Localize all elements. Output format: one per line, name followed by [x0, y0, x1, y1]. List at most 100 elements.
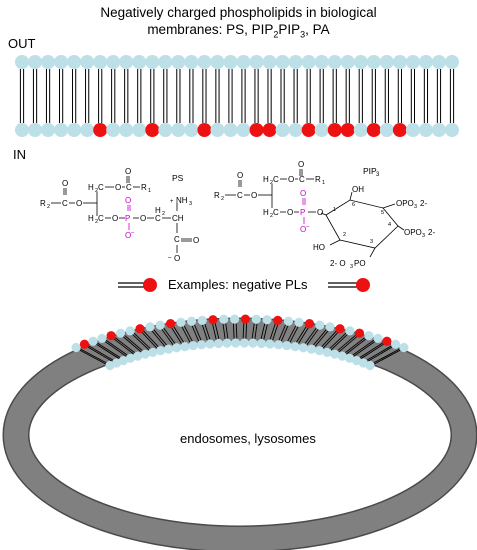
inner-leaflet-negative-head: [262, 123, 277, 137]
vesicle-lipid-tail: [347, 337, 377, 359]
vesicle-inner-head: [256, 338, 267, 349]
svg-text:O: O: [140, 214, 146, 223]
vesicle-lipid-tail: [100, 337, 130, 359]
svg-text:1: 1: [148, 188, 151, 194]
svg-text:O: O: [125, 231, 131, 240]
svg-text:–: –: [306, 224, 310, 230]
vesicle: [2, 314, 477, 550]
svg-text:O: O: [287, 208, 293, 217]
outer-leaflet-head: [275, 55, 290, 69]
vesicle-outer-head: [251, 314, 261, 324]
inner-leaflet-head: [119, 123, 134, 137]
svg-text:4: 4: [388, 222, 391, 228]
inner-leaflet-head: [28, 123, 43, 137]
svg-text:O: O: [62, 179, 68, 188]
svg-text:P: P: [300, 208, 305, 217]
outer-leaflet-head: [379, 55, 394, 69]
outer-leaflet-head: [249, 55, 264, 69]
vesicle-inner-head: [205, 339, 215, 349]
vesicle-outer-head: [88, 336, 98, 346]
svg-text:O: O: [112, 214, 118, 223]
outer-leaflet-head: [41, 55, 56, 69]
svg-text:–: –: [168, 255, 172, 261]
vesicle-inner-head: [314, 346, 324, 356]
inner-leaflet-negative-head: [366, 123, 381, 137]
svg-text:O: O: [288, 175, 294, 184]
vesicle-outer-head: [283, 316, 294, 326]
svg-text:R: R: [141, 183, 147, 192]
svg-text:R: R: [40, 199, 46, 208]
vesicle-lipid-tail: [354, 340, 386, 361]
vesicle-inner-head: [239, 338, 249, 348]
svg-text:R: R: [214, 191, 220, 200]
inner-leaflet-head: [41, 123, 56, 137]
title-line-2: membranes: PS, PIP2PIP3, PA: [0, 21, 477, 44]
svg-text:C: C: [155, 214, 161, 223]
examples-legend: [118, 278, 370, 292]
vesicle-membrane-ring: [4, 319, 476, 550]
outer-leaflet-head: [445, 55, 459, 69]
vesicle-inner-head: [265, 339, 275, 349]
svg-text:R: R: [315, 175, 321, 184]
inner-leaflet-negative-head: [340, 123, 355, 137]
vesicle-outer-negative-head: [208, 315, 218, 325]
svg-text:O: O: [237, 171, 243, 180]
vesicle-inner-head: [133, 351, 143, 361]
vesicle-inner-head: [156, 346, 166, 356]
svg-text:OH: OH: [352, 185, 364, 194]
vesicle-outer-head: [364, 331, 374, 341]
title-line-2-prefix: membranes: PS, PIP: [147, 22, 274, 37]
outer-leaflet-head: [184, 55, 199, 69]
inner-leaflet-head: [379, 123, 394, 137]
outer-leaflet-head: [80, 55, 95, 69]
outer-leaflet-head: [405, 55, 420, 69]
vesicle-outer-head: [176, 317, 186, 327]
vesicle-lipid-tail: [82, 343, 116, 364]
outer-leaflet-head: [223, 55, 238, 69]
svg-text:2: 2: [221, 196, 224, 202]
svg-text:C: C: [98, 183, 104, 192]
vesicle-inner-head: [231, 338, 241, 348]
vesicle-outer-head: [294, 317, 304, 327]
vesicle-lipid-tail: [91, 340, 123, 361]
svg-text:3: 3: [370, 239, 373, 245]
svg-text:2: 2: [95, 188, 98, 194]
vesicle-outer-head: [71, 342, 81, 353]
vesicle-inner-head: [337, 351, 347, 361]
title-line-1: Negatively charged phospholipids in biol…: [100, 5, 377, 20]
vesicle-lipid-tail: [368, 347, 403, 366]
vesicle-inner-head: [163, 344, 174, 354]
inner-leaflet-negative-head: [249, 123, 264, 137]
svg-text:3: 3: [414, 204, 417, 210]
svg-text:NH: NH: [176, 196, 188, 205]
vesicle-inner-head: [140, 349, 150, 359]
vesicle-outer-negative-head: [165, 319, 176, 329]
outer-leaflet-head: [340, 55, 355, 69]
vesicle-lipid-tail: [94, 340, 126, 361]
vesicle-inner-head: [180, 341, 190, 352]
svg-text:C: C: [273, 175, 279, 184]
inner-leaflet-head: [431, 123, 446, 137]
outer-leaflet-head: [366, 55, 381, 69]
vesicle-outer-head: [115, 328, 126, 338]
svg-text:2: 2: [343, 232, 346, 238]
inner-leaflet-head: [405, 123, 420, 137]
inner-leaflet-head: [445, 123, 459, 137]
outer-leaflet-head: [171, 55, 186, 69]
outer-leaflet-head: [288, 55, 303, 69]
svg-text:O: O: [317, 208, 323, 217]
inner-leaflet-negative-head: [197, 123, 212, 137]
vesicle-lipid-tail: [371, 347, 406, 366]
outer-leaflet-head: [418, 55, 433, 69]
title-sub-3: 3: [300, 29, 306, 40]
vesicle-lipid-tail: [77, 347, 112, 366]
outer-leaflet-head: [15, 55, 29, 69]
examples-label: Examples: negative PLs: [168, 277, 308, 292]
vesicle-outer-head: [219, 314, 229, 324]
vesicle-inner-head: [273, 340, 284, 350]
svg-text:2: 2: [270, 213, 273, 219]
inner-leaflet-head: [418, 123, 433, 137]
vesicle-inner-head: [222, 338, 232, 348]
diagram-title: Negatively charged phospholipids in biol…: [0, 4, 477, 44]
svg-text:CH: CH: [172, 214, 184, 223]
